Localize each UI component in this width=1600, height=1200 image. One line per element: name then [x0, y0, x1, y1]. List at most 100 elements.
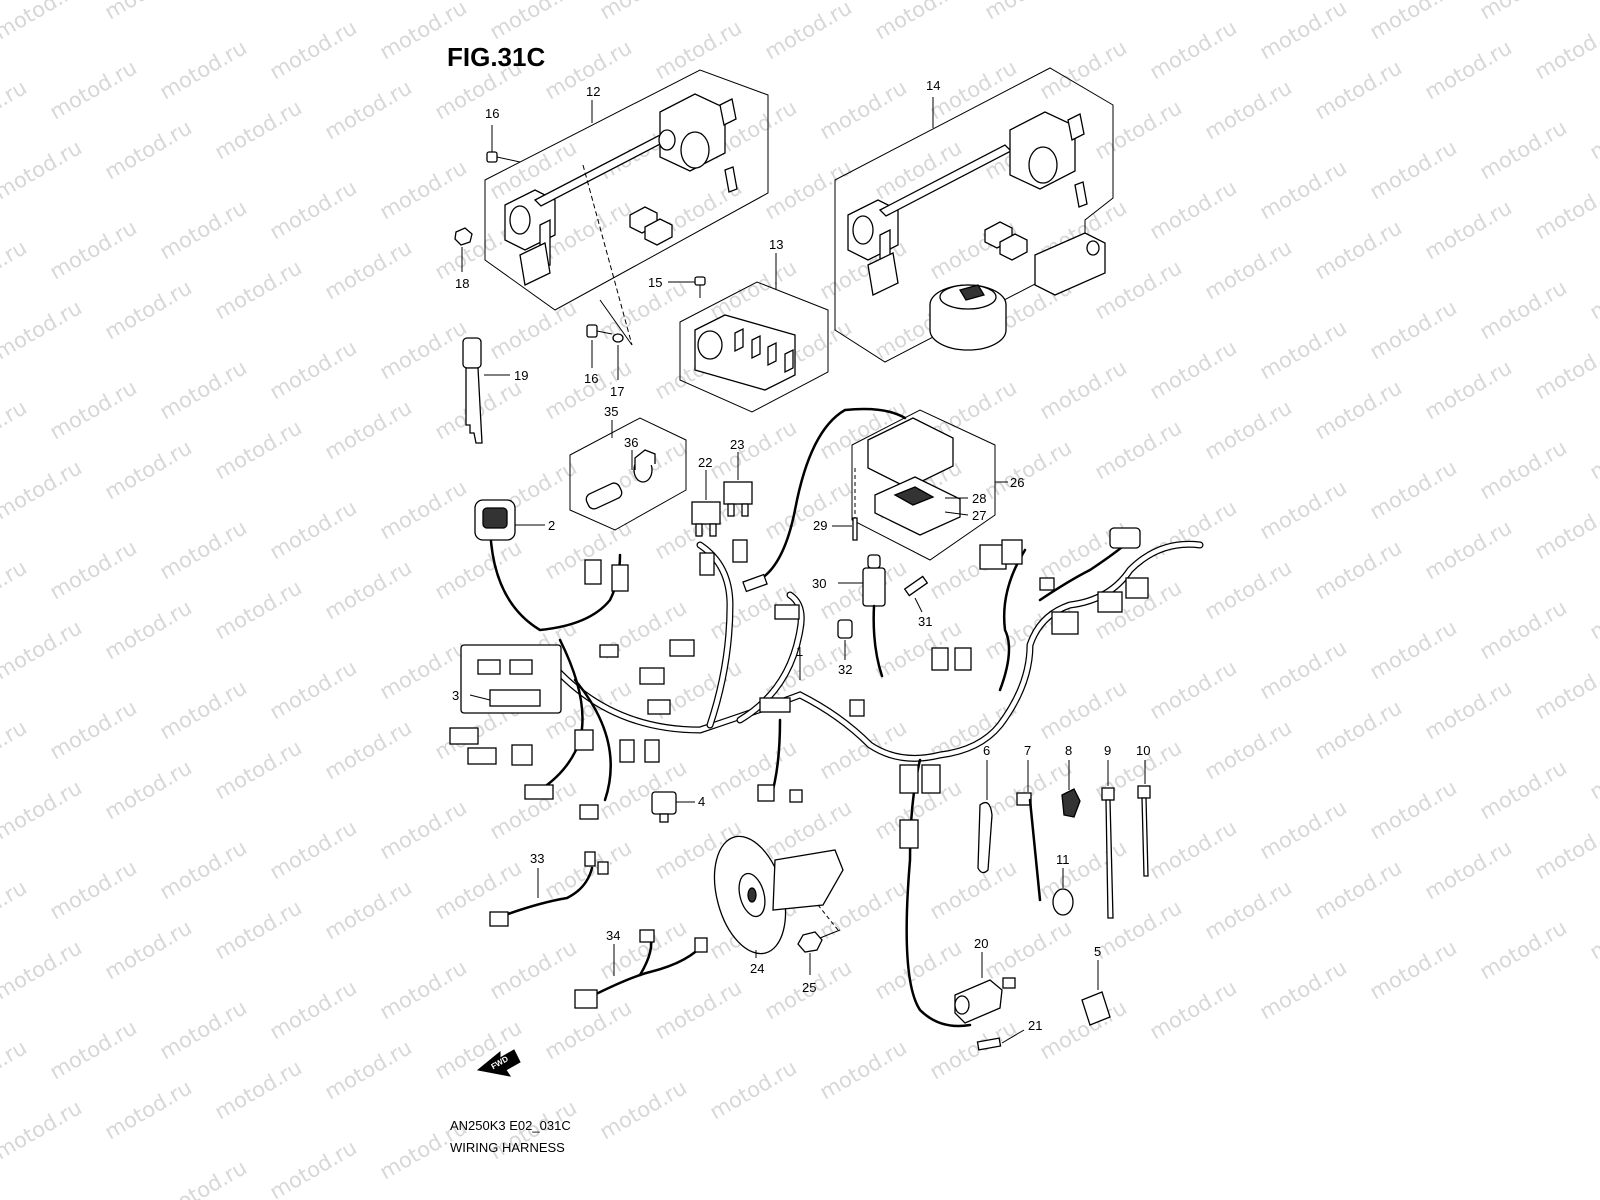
- watermark-text: motod.ru: [46, 215, 141, 284]
- lock-set-13-group: [679, 253, 829, 413]
- callout-32: 32: [838, 662, 852, 677]
- watermark-text: motod.ru: [156, 1155, 251, 1200]
- relay-4: [651, 791, 695, 823]
- watermark-text: motod.ru: [1421, 195, 1516, 264]
- watermark-text: motod.ru: [0, 555, 31, 624]
- watermark-text: motod.ru: [1256, 315, 1351, 384]
- callout-31: 31: [918, 614, 932, 629]
- callout-3: 3: [452, 688, 459, 703]
- watermark-text: motod.ru: [1311, 535, 1406, 604]
- callout-14: 14: [926, 78, 940, 93]
- clamp-8: [1061, 760, 1081, 818]
- watermark-text: motod.ru: [0, 235, 31, 304]
- callout-27: 27: [972, 508, 986, 523]
- callout-34: 34: [606, 928, 620, 943]
- watermark-text: motod.ru: [1311, 695, 1406, 764]
- watermark-text: motod.ru: [156, 355, 251, 424]
- watermark-text: motod.ru: [0, 715, 31, 784]
- watermark-text: motod.ru: [1146, 975, 1241, 1044]
- watermark-text: motod.ru: [1201, 75, 1296, 144]
- callout-6: 6: [983, 743, 990, 758]
- watermark-text: motod.ru: [1586, 415, 1600, 484]
- watermark-text: motod.ru: [1531, 335, 1600, 404]
- watermark-text: motod.ru: [1366, 295, 1461, 364]
- watermark-text: motod.ru: [1586, 0, 1600, 4]
- callout-28: 28: [972, 491, 986, 506]
- callout-15: 15: [648, 275, 662, 290]
- watermark-text: motod.ru: [1531, 495, 1600, 564]
- watermark-text: motod.ru: [1476, 755, 1571, 824]
- watermark-text: motod.ru: [816, 715, 911, 784]
- watermark-text: motod.ru: [1256, 0, 1351, 64]
- callout-4: 4: [698, 794, 705, 809]
- key-19: [462, 337, 510, 444]
- cable-tie-10: [1137, 760, 1151, 877]
- callout-24: 24: [750, 961, 764, 976]
- watermark-text: motod.ru: [211, 895, 306, 964]
- lock-set-14-group: [834, 67, 1114, 363]
- callout-33: 33: [530, 851, 544, 866]
- watermark-text: motod.ru: [376, 475, 471, 544]
- watermark-text: motod.ru: [1586, 575, 1600, 644]
- watermark-text: motod.ru: [651, 15, 746, 84]
- callout-12: 12: [586, 84, 600, 99]
- screw-16-top: [486, 125, 521, 163]
- watermark-text: motod.ru: [1421, 675, 1516, 744]
- watermark-text: motod.ru: [816, 75, 911, 144]
- watermark-text: motod.ru: [101, 275, 196, 344]
- watermark-text: motod.ru: [1091, 415, 1186, 484]
- watermark-text: motod.ru: [1366, 775, 1461, 844]
- watermark-text: motod.ru: [1091, 0, 1186, 4]
- watermark-text: motod.ru: [706, 735, 801, 804]
- cable-tie-9: [1101, 760, 1115, 919]
- callout-9: 9: [1104, 743, 1111, 758]
- watermark-text: motod.ru: [266, 175, 361, 244]
- watermark-text: motod.ru: [1256, 955, 1351, 1024]
- callout-8: 8: [1065, 743, 1072, 758]
- watermark-text: motod.ru: [156, 195, 251, 264]
- watermark-text: motod.ru: [266, 1135, 361, 1200]
- watermark-text: motod.ru: [266, 815, 361, 884]
- watermark-text: motod.ru: [376, 315, 471, 384]
- callout-5: 5: [1094, 944, 1101, 959]
- watermark-text: motod.ru: [431, 535, 526, 604]
- screw-15: [668, 276, 706, 298]
- watermark-text: motod.ru: [156, 835, 251, 904]
- watermark-text: motod.ru: [1531, 655, 1600, 724]
- group-26: [742, 407, 1008, 593]
- watermark-text: motod.ru: [1366, 935, 1461, 1004]
- watermark-text: motod.ru: [1531, 175, 1600, 244]
- watermark-text: motod.ru: [321, 875, 416, 944]
- callout-30: 30: [812, 576, 826, 591]
- watermark-text: motod.ru: [321, 715, 416, 784]
- watermark-text: motod.ru: [1146, 15, 1241, 84]
- watermark-text: motod.ru: [431, 1015, 526, 1084]
- callout-16: 16: [584, 371, 598, 386]
- watermark-text: motod.ru: [1311, 55, 1406, 124]
- watermark-text: motod.ru: [1036, 35, 1131, 104]
- watermark-text: motod.ru: [0, 1095, 86, 1164]
- watermark-text: motod.ru: [1256, 795, 1351, 864]
- watermark-text: motod.ru: [156, 35, 251, 104]
- watermark-text: motod.ru: [376, 795, 471, 864]
- watermark-text: motod.ru: [211, 1055, 306, 1124]
- watermark-text: motod.ru: [1586, 95, 1600, 164]
- watermark-text: motod.ru: [211, 415, 306, 484]
- sub-harness-34: [574, 929, 708, 1009]
- watermark-text: motod.ru: [321, 235, 416, 304]
- watermark-text: motod.ru: [706, 0, 801, 4]
- watermark-text: motod.ru: [596, 1075, 691, 1144]
- callout-35: 35: [604, 404, 618, 419]
- watermark-text: motod.ru: [816, 1035, 911, 1104]
- watermark-text: motod.ru: [981, 915, 1076, 984]
- watermark-text: motod.ru: [1256, 635, 1351, 704]
- bolt-25: [797, 904, 841, 975]
- relay-22: [691, 470, 721, 537]
- watermark-text: motod.ru: [266, 975, 361, 1044]
- watermark-text: motod.ru: [101, 435, 196, 504]
- watermark-text: motod.ru: [1146, 335, 1241, 404]
- watermark-text: motod.ru: [321, 1035, 416, 1104]
- callout-36: 36: [624, 435, 638, 450]
- callout-labels: 12 14 16 18 15 13 16 17 19 35 36 22 23 2…: [452, 78, 1150, 1033]
